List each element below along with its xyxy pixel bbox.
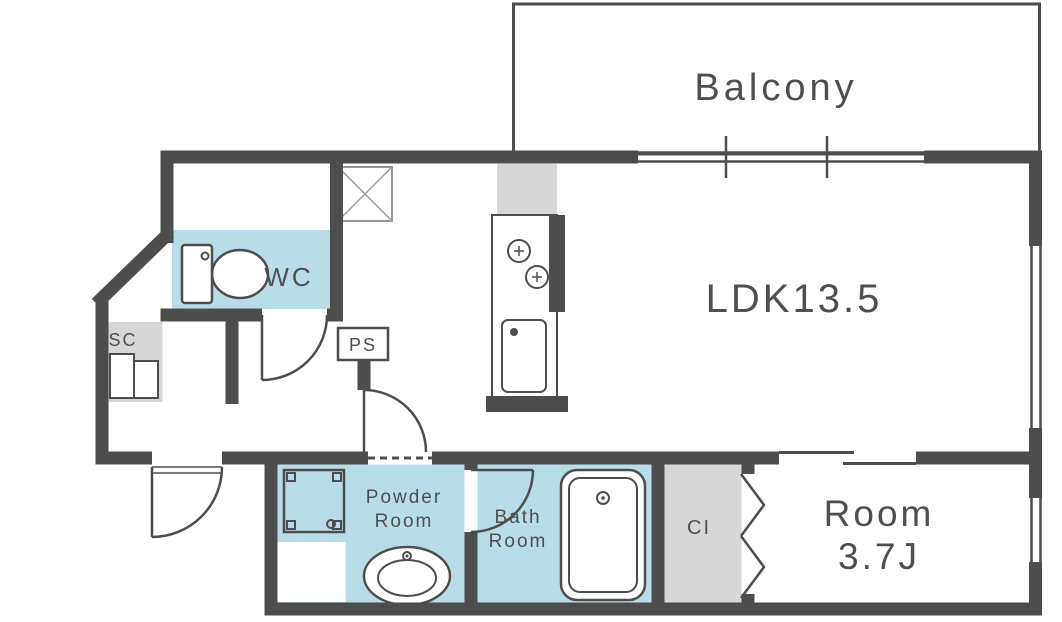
closet-folding-door-icon — [739, 473, 766, 599]
balcony-outline — [512, 2, 1041, 156]
shoe-cabinet-icon — [109, 353, 159, 399]
walls — [91, 150, 1042, 616]
kitchen-sink-icon — [501, 319, 547, 393]
washing-machine-icon — [282, 468, 346, 534]
ldk-label: LDK13.5 — [706, 277, 883, 321]
bath-room-label-line1: Bath — [494, 507, 541, 528]
ci-closet-floor — [664, 464, 742, 603]
ldk-side-window — [1030, 246, 1042, 428]
wc-label: WC — [264, 262, 313, 292]
sc-label: SC — [108, 330, 137, 350]
hall-door-swing — [362, 388, 428, 453]
ci-label: CI — [687, 517, 711, 539]
vanity-sink-icon — [362, 545, 452, 607]
bedroom-side-window — [1030, 498, 1042, 562]
wc-door-swing — [260, 314, 329, 382]
balcony-label: Balcony — [694, 67, 857, 109]
ps-label: PS — [349, 335, 377, 355]
kitchen-counter — [486, 214, 568, 412]
wall-segment — [486, 396, 568, 412]
bath-room-label-line2: Room — [489, 531, 548, 552]
ldk-bedroom-sliding-door — [779, 451, 916, 465]
bedroom-label-line2: 3.7J — [838, 536, 920, 577]
bathtub-icon — [559, 468, 647, 602]
entrance-door-swing — [150, 466, 224, 539]
stove-burners-icon — [507, 239, 549, 289]
toilet-icon — [180, 243, 270, 305]
refrigerator-space — [497, 164, 557, 215]
balcony-area: Balcony — [512, 2, 1041, 156]
powder-room-label-line1: Powder — [366, 487, 442, 508]
powder-room-label-line2: Room — [375, 511, 434, 532]
bath-door-swing — [470, 468, 535, 534]
bedroom-label-line1: Room — [824, 493, 935, 534]
hall-step-area — [277, 542, 346, 602]
balcony-sliding-window — [638, 136, 924, 178]
wall-segment — [91, 227, 175, 309]
shaft-cross-icon — [337, 166, 393, 222]
wall-segment — [549, 215, 565, 312]
